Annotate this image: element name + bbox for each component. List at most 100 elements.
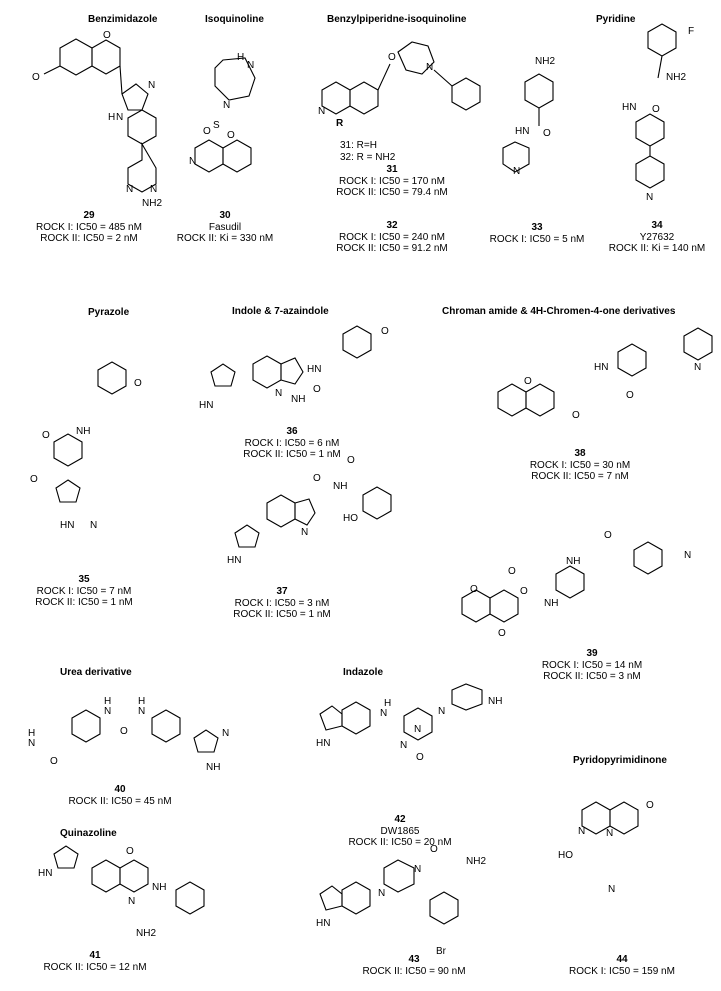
heading-pyridine: Pyridine: [596, 14, 636, 25]
caption-37: 37 ROCK I: IC50 = 3 nM ROCK II: IC50 = 1…: [233, 586, 331, 620]
svg-text:NH: NH: [566, 556, 580, 567]
svg-text:N: N: [138, 706, 145, 717]
svg-text:HO: HO: [558, 850, 573, 861]
svg-text:NH2: NH2: [136, 928, 156, 939]
svg-text:O: O: [652, 104, 660, 115]
svg-text:NH2: NH2: [535, 56, 555, 67]
svg-text:HO: HO: [343, 513, 358, 524]
svg-text:HN: HN: [594, 362, 608, 373]
svg-text:N: N: [378, 888, 385, 899]
structure-43: O NH2 N N HN Br: [316, 844, 486, 957]
caption-44: 44 ROCK I: IC50 = 159 nM: [569, 954, 675, 977]
svg-text:N: N: [380, 708, 387, 719]
svg-text:N: N: [426, 62, 433, 73]
svg-text:NH: NH: [488, 696, 502, 707]
svg-text:O: O: [134, 378, 142, 389]
svg-text:NH2: NH2: [466, 856, 486, 867]
svg-text:NH2: NH2: [666, 72, 686, 83]
svg-text:N: N: [606, 828, 613, 839]
svg-text:O: O: [572, 410, 580, 421]
heading-quinazoline: Quinazoline: [60, 828, 117, 839]
svg-text:O: O: [416, 752, 424, 763]
structure-39: O N NH NH O O O O: [461, 530, 691, 639]
svg-text:N: N: [438, 706, 445, 717]
svg-text:H: H: [138, 696, 145, 707]
svg-text:O: O: [227, 130, 235, 141]
svg-text:O: O: [42, 430, 50, 441]
caption-42: 42 DW1865 ROCK II: IC50 = 20 nM: [348, 814, 452, 848]
svg-text:O: O: [520, 586, 528, 597]
svg-text:O: O: [50, 756, 58, 767]
svg-text:H: H: [28, 728, 35, 739]
svg-text:N: N: [318, 106, 325, 117]
caption-35: 35 ROCK I: IC50 = 7 nM ROCK II: IC50 = 1…: [35, 574, 133, 608]
svg-text:O: O: [646, 800, 654, 811]
svg-text:NH: NH: [544, 598, 558, 609]
svg-text:N: N: [400, 740, 407, 751]
svg-text:N: N: [275, 388, 282, 399]
caption-34: 34 Y27632 ROCK II: Ki = 140 nM: [608, 220, 706, 254]
svg-text:N: N: [301, 527, 308, 538]
svg-text:NH: NH: [206, 762, 220, 773]
svg-text:N: N: [189, 156, 196, 167]
svg-text:HN: HN: [227, 555, 241, 566]
svg-text:N: N: [414, 724, 421, 735]
svg-text:O: O: [32, 72, 40, 83]
svg-text:O: O: [103, 30, 111, 41]
svg-text:HN: HN: [622, 102, 636, 113]
svg-text:N: N: [150, 184, 157, 195]
caption-32: 32 ROCK I: IC50 = 240 nM ROCK II: IC50 =…: [336, 220, 448, 254]
heading-indazole: Indazole: [343, 667, 384, 678]
heading-benzimidazole: Benzimidazole: [88, 14, 158, 25]
svg-text:O: O: [313, 384, 321, 395]
svg-text:N: N: [128, 896, 135, 907]
structure-44: O N N HO N: [558, 800, 654, 895]
structure-42: NH N N H N N O HN: [316, 683, 502, 763]
svg-text:HN: HN: [38, 868, 52, 879]
heading-benzylpiperidine-isoquinoline: Benzylpiperidne-isoquinoline: [327, 14, 467, 25]
svg-text:O: O: [470, 584, 478, 595]
svg-text:NH2: NH2: [142, 198, 162, 209]
caption-29: 29 ROCK I: IC50 = 485 nM ROCK II: IC50 =…: [36, 210, 142, 244]
svg-text:N: N: [608, 884, 615, 895]
svg-text:O: O: [508, 566, 516, 577]
svg-text:NH: NH: [333, 481, 347, 492]
svg-text:HN: HN: [316, 738, 330, 749]
structure-37: O O NH N HO HN: [227, 455, 392, 566]
svg-text:S: S: [213, 120, 220, 131]
svg-text:HN: HN: [60, 520, 74, 531]
svg-text:O: O: [203, 126, 211, 137]
caption-43: 43 ROCK II: IC50 = 90 nM: [362, 954, 466, 977]
svg-text:N: N: [694, 362, 701, 373]
svg-text:O: O: [430, 844, 438, 855]
svg-text:R: R: [336, 118, 344, 129]
svg-text:HN: HN: [515, 126, 529, 137]
svg-text:O: O: [30, 474, 38, 485]
svg-text:N: N: [513, 166, 520, 177]
structure-40: H N O H N O H N NH N: [28, 696, 229, 773]
svg-text:HN: HN: [307, 364, 321, 375]
svg-text:N: N: [28, 738, 35, 749]
svg-text:N: N: [646, 192, 653, 203]
heading-chroman-chromenone: Chroman amide & 4H-Chromen-4-one derivat…: [442, 306, 676, 317]
svg-text:F: F: [688, 26, 694, 37]
svg-text:N: N: [684, 550, 691, 561]
heading-pyrazole: Pyrazole: [88, 307, 130, 318]
svg-text:H: H: [237, 52, 244, 63]
svg-text:N: N: [90, 520, 97, 531]
svg-text:N: N: [104, 706, 111, 717]
heading-isoquinoline: Isoquinoline: [205, 14, 264, 25]
svg-text:N: N: [116, 112, 123, 123]
svg-text:O: O: [524, 376, 532, 387]
svg-text:Br: Br: [436, 946, 447, 957]
svg-text:HN: HN: [199, 400, 213, 411]
heading-urea-derivative: Urea derivative: [60, 667, 132, 678]
svg-text:O: O: [543, 128, 551, 139]
structure-35: O NH O O HN N: [30, 361, 142, 531]
svg-text:O: O: [120, 726, 128, 737]
structure-34: F NH2 O HN N: [622, 23, 694, 203]
structure-29: O O N H N N N NH2: [32, 30, 162, 209]
structure-33: NH2 O HN N: [502, 56, 555, 177]
svg-text:N: N: [148, 80, 155, 91]
caption-38: 38 ROCK I: IC50 = 30 nM ROCK II: IC50 = …: [529, 448, 631, 482]
